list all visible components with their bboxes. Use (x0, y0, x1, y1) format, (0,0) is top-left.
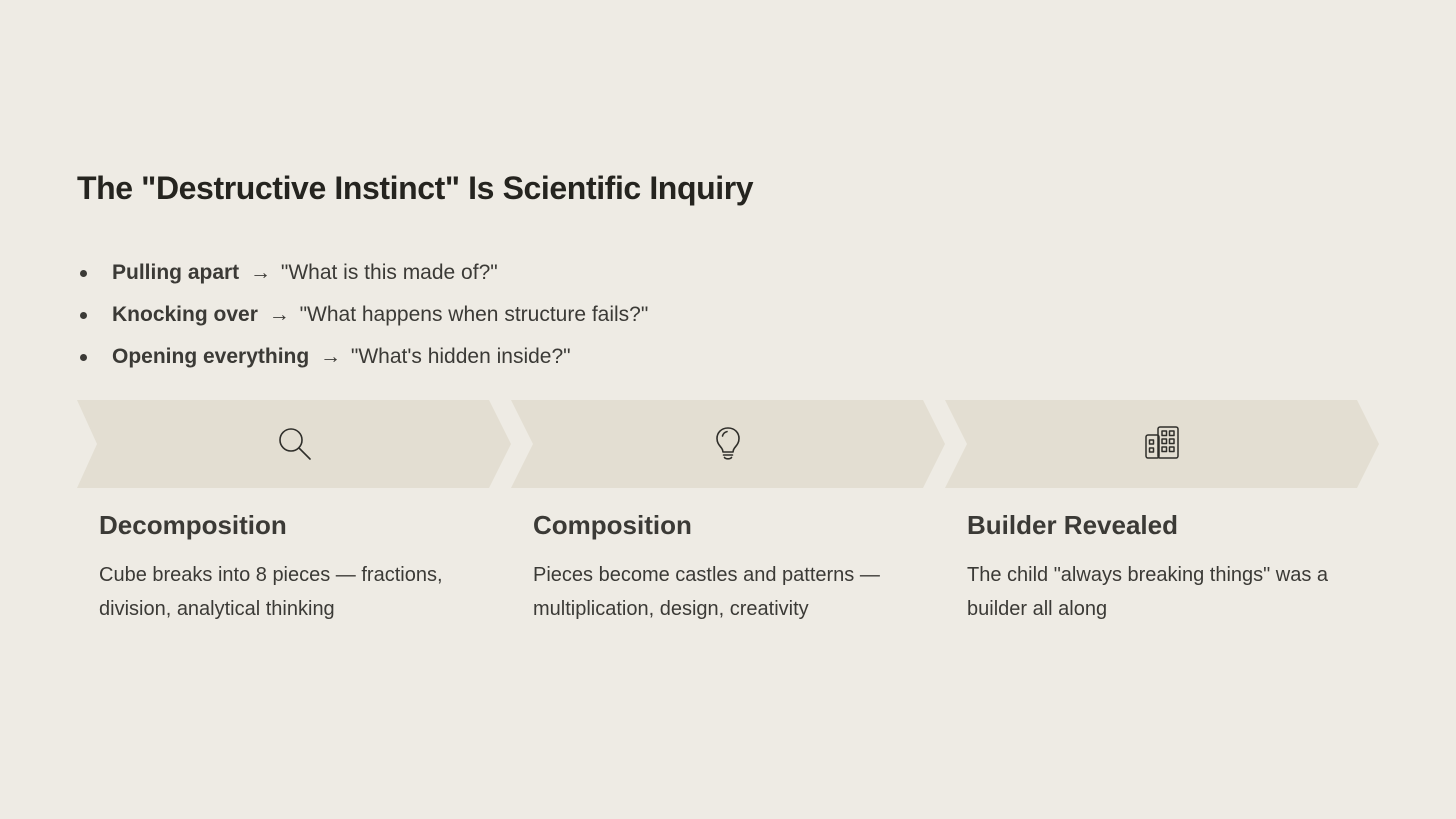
step-description: The child "always breaking things" was a… (967, 564, 1329, 620)
step-chevron (511, 400, 945, 488)
lightbulb-icon (710, 425, 746, 461)
bullet-item: Pulling apart → "What is this made of?" (77, 252, 648, 294)
slide-title: The "Destructive Instinct" Is Scientific… (77, 170, 754, 206)
process-steps: Decomposition Cube breaks into 8 pieces … (77, 400, 1381, 630)
step-builder-revealed: Builder Revealed The child "always break… (945, 400, 1379, 630)
step-title: Decomposition (99, 510, 287, 540)
bullet-dot (80, 270, 87, 277)
step-title: Builder Revealed (967, 510, 1178, 540)
arrow-icon: → (320, 345, 342, 368)
bullet-list: Pulling apart → "What is this made of?" … (77, 252, 648, 378)
bullet-term: Opening everything (112, 345, 310, 368)
bullet-item: Opening everything → "What's hidden insi… (77, 336, 648, 378)
bullet-dot (80, 312, 87, 319)
step-title: Composition (533, 510, 692, 540)
magnifying-glass-icon (276, 425, 312, 461)
step-decomposition: Decomposition Cube breaks into 8 pieces … (77, 400, 511, 630)
step-composition: Composition Pieces become castles and pa… (511, 400, 945, 630)
bullet-question: "What is this made of?" (280, 261, 498, 284)
bullet-dot (80, 354, 87, 361)
bullet-item: Knocking over → "What happens when struc… (77, 294, 648, 336)
bullet-question: "What happens when structure fails?" (299, 303, 649, 326)
step-chevron (77, 400, 511, 488)
building-icon (1144, 425, 1180, 461)
bullet-term: Knocking over (112, 303, 258, 326)
arrow-icon: → (250, 261, 272, 284)
step-description: Cube breaks into 8 pieces — fractions, d… (99, 564, 443, 620)
bullet-term: Pulling apart (112, 261, 240, 284)
step-description: Pieces become castles and patterns — mul… (533, 564, 880, 620)
arrow-icon: → (268, 303, 290, 326)
bullet-question: "What's hidden inside?" (350, 345, 571, 368)
